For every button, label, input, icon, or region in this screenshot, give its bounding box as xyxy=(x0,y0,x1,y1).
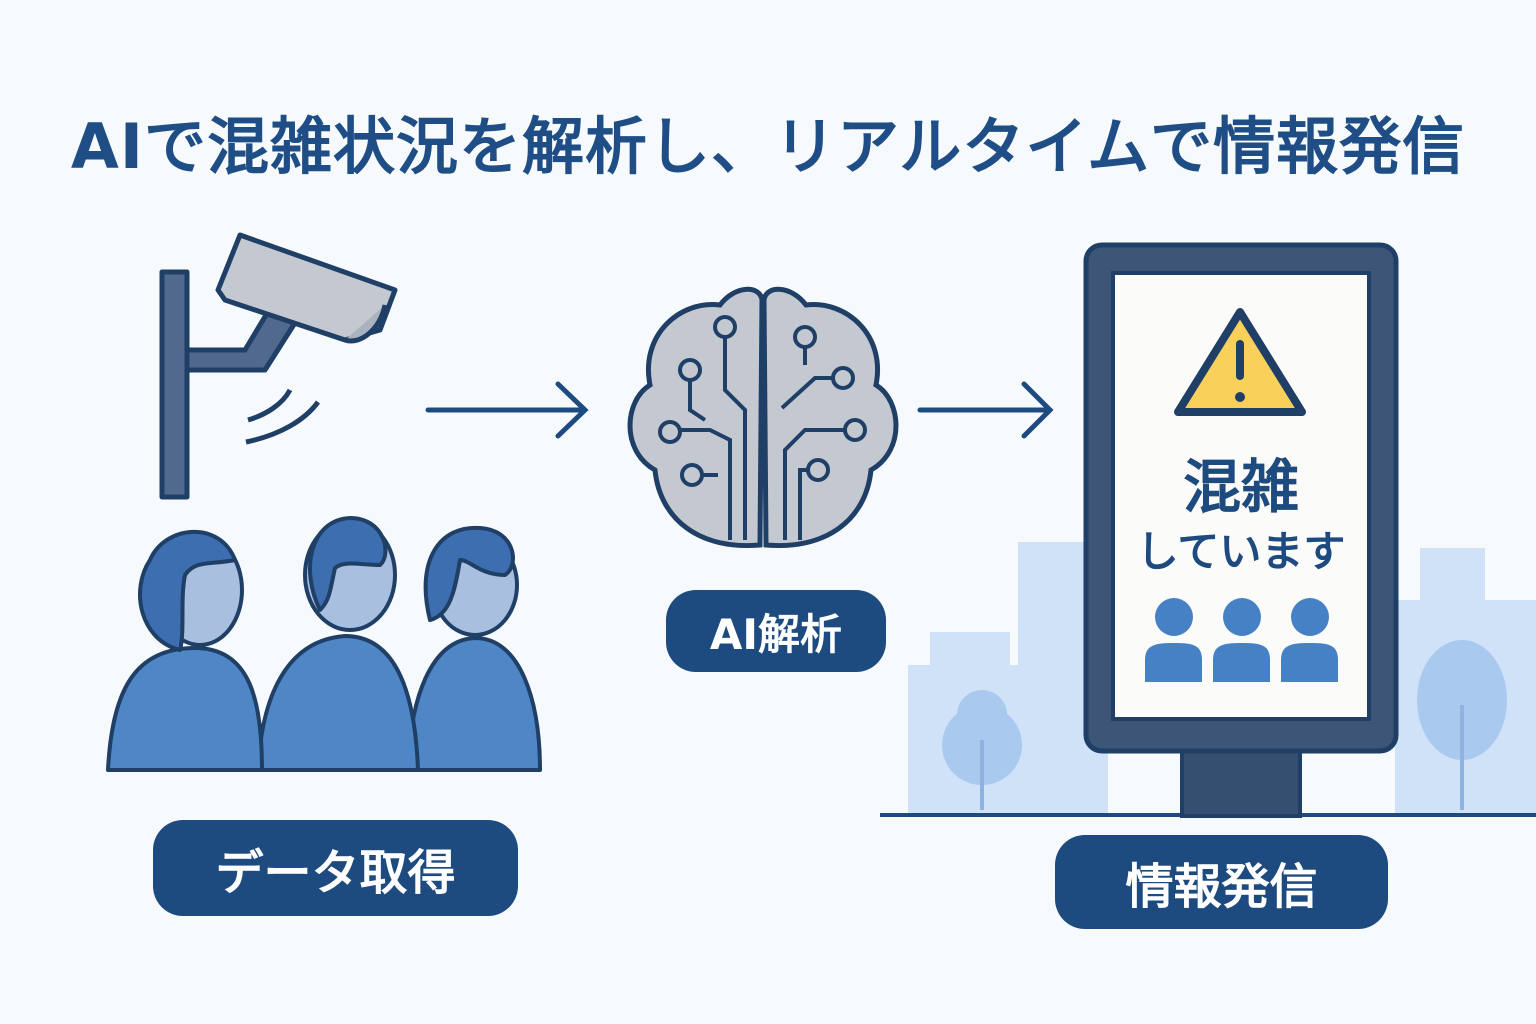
step-label-ai-analysis: AI解析 xyxy=(666,590,886,672)
step-label-data-acquisition: データ取得 xyxy=(153,820,518,916)
brain-circuit-icon xyxy=(627,286,899,549)
sign-status-text: しています xyxy=(1136,527,1346,576)
arrow-icon xyxy=(425,381,1054,439)
sign-crowded-text: 混雑 xyxy=(1182,453,1299,521)
step-label-information-broadcast: 情報発信 xyxy=(1055,835,1388,929)
security-camera-icon xyxy=(159,232,398,500)
people-icon xyxy=(1145,598,1338,682)
tree-icon xyxy=(942,640,1507,810)
page-title: AIで混雑状況を解析し、リアルタイムで情報発信 xyxy=(70,110,1466,183)
crowd-icon xyxy=(106,516,542,772)
signage-icon xyxy=(1083,242,1399,818)
